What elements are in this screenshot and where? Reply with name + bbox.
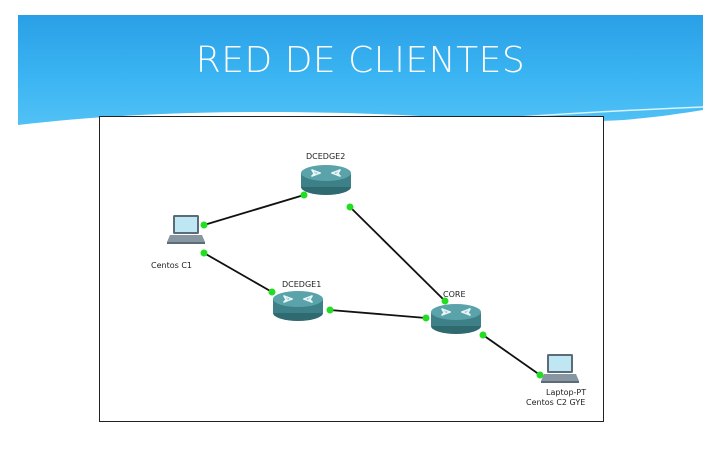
- node-core[interactable]: CORE: [430, 290, 482, 335]
- slide-title: RED DE CLIENTES: [195, 40, 526, 81]
- node-label-centos-c1: Centos C1: [151, 261, 192, 270]
- node-centos-c1[interactable]: Centos C1: [151, 215, 205, 270]
- network-diagram: DCEDGE2 DCEDGE1 CORE Centos C1 Laptop-PT…: [99, 116, 604, 422]
- link-dcedge1-core: [326, 306, 430, 322]
- node-laptop-pt[interactable]: Laptop-PT Centos C2 GYE: [526, 354, 586, 407]
- router-icon: [272, 290, 324, 322]
- node-label-core: CORE: [443, 290, 466, 299]
- node-dcedge2[interactable]: DCEDGE2: [300, 152, 352, 196]
- link-status-dot: [300, 191, 308, 199]
- link-status-dot: [441, 297, 449, 305]
- link-status-dot: [346, 203, 354, 211]
- link-centos-c1-dcedge1: [200, 249, 276, 296]
- router-icon: [430, 303, 482, 335]
- link-status-dot: [326, 306, 334, 314]
- link-status-dot: [268, 288, 276, 296]
- link-status-dot: [422, 314, 430, 322]
- laptop-icon: [541, 354, 579, 383]
- link-status-dot: [200, 249, 208, 257]
- laptop-icon: [167, 215, 205, 244]
- node-label-laptop-pt: Laptop-PT: [546, 388, 586, 397]
- link-core-laptop-pt: [479, 331, 544, 379]
- diagram-canvas: DCEDGE2 DCEDGE1 CORE Centos C1 Laptop-PT…: [151, 152, 586, 407]
- link-dcedge2-core: [346, 203, 449, 305]
- node-label-dcedge2: DCEDGE2: [306, 152, 345, 161]
- router-icon: [300, 164, 352, 196]
- link-status-dot: [479, 331, 487, 339]
- node-label-dcedge1: DCEDGE1: [282, 280, 321, 289]
- link-status-dot: [536, 371, 544, 379]
- link-centos-c1-dcedge2: [200, 191, 308, 229]
- link-status-dot: [200, 221, 208, 229]
- node-dcedge1[interactable]: DCEDGE1: [272, 280, 324, 322]
- node-sublabel-laptop-pt: Centos C2 GYE: [526, 398, 585, 407]
